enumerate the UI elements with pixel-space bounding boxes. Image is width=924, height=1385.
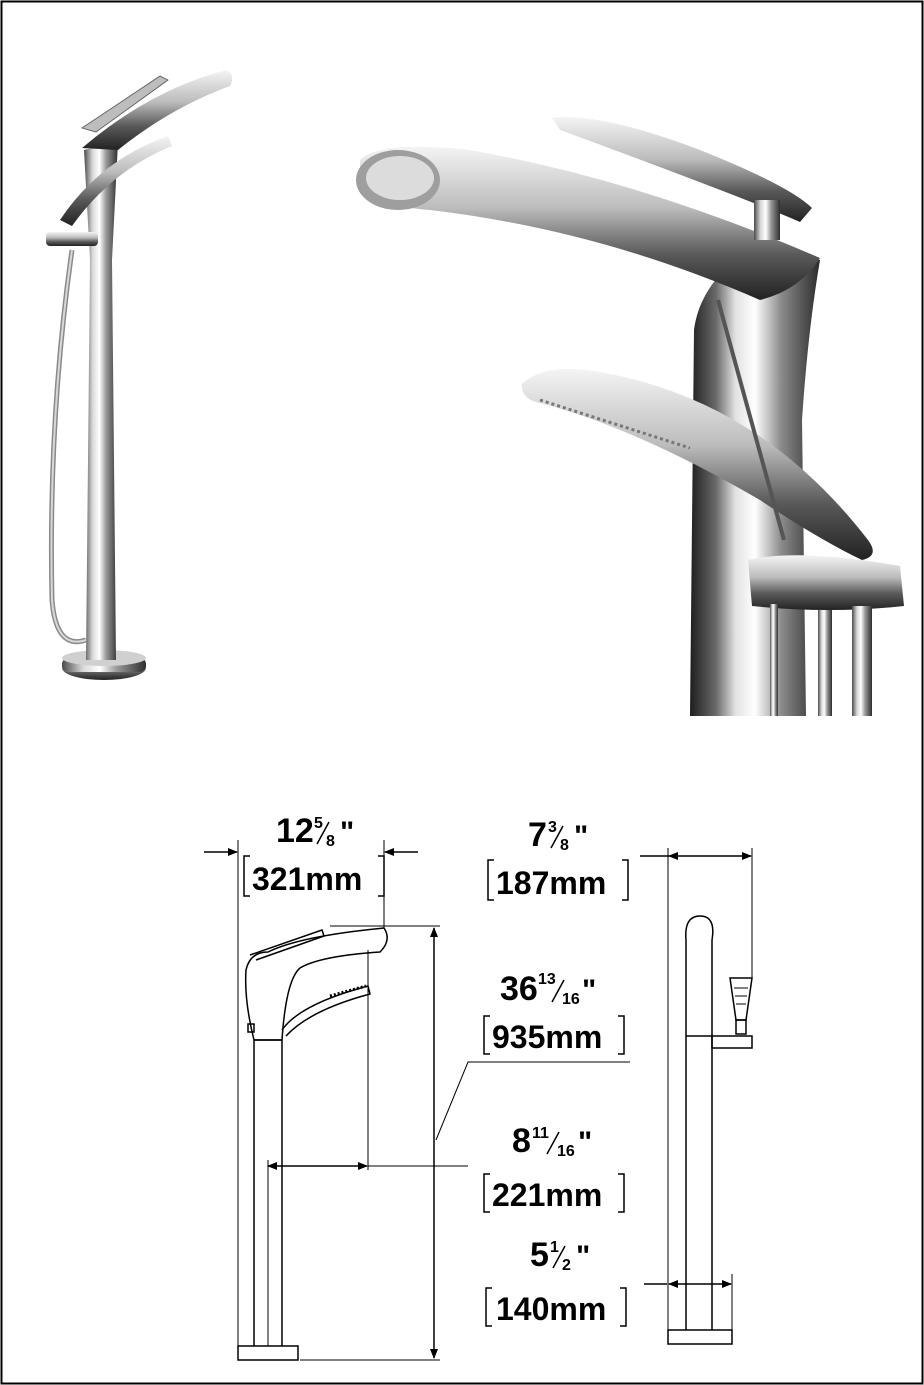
spout-reach-label: 12 5 8 " 321mm [252, 812, 362, 897]
total-height-inch: " [582, 974, 596, 1007]
spout-reach-whole: 12 [276, 812, 314, 850]
side-depth-den: 8 [560, 837, 569, 854]
handshower-reach-num: 11 [532, 1125, 549, 1142]
side-view [667, 915, 753, 1345]
side-depth-whole: 7 [528, 816, 547, 854]
base-diameter-metric: 140mm [496, 1291, 606, 1327]
base-diameter-den: 2 [562, 1257, 571, 1274]
freestanding-tub-filler-photo [46, 70, 233, 680]
dimension-drawing [204, 840, 753, 1361]
front-view [237, 927, 388, 1361]
spout-reach-num: 5 [314, 815, 323, 832]
side-depth-label: 7 3 8 " 187mm [496, 816, 606, 901]
side-depth-num: 3 [548, 819, 557, 836]
tub-filler-closeup-photo [356, 117, 904, 716]
total-height-whole: 36 [500, 970, 538, 1008]
handshower-reach-den: 16 [557, 1143, 575, 1160]
spout-reach-metric: 321mm [252, 861, 362, 897]
base-diameter-inch: " [576, 1240, 590, 1273]
handshower-reach-whole: 8 [512, 1122, 531, 1160]
total-height-num: 13 [538, 971, 556, 988]
side-depth-inch: " [574, 820, 588, 853]
base-diameter-label: 5 1 2 " 140mm [496, 1236, 606, 1327]
base-diameter-num: 1 [550, 1239, 559, 1256]
handshower-reach-inch: " [578, 1126, 592, 1159]
spout-reach-den: 8 [326, 833, 335, 850]
base-diameter-whole: 5 [530, 1236, 549, 1274]
handshower-reach-label: 8 11 16 " 221mm [492, 1122, 602, 1213]
total-height-leader [435, 1061, 630, 1141]
total-height-metric: 935mm [492, 1019, 602, 1055]
side-depth-metric: 187mm [496, 865, 606, 901]
handshower-reach-metric: 221mm [492, 1177, 602, 1213]
total-height-label: 36 13 16 " 935mm [492, 970, 602, 1055]
total-height-den: 16 [562, 991, 580, 1008]
spout-reach-inch: " [340, 816, 354, 849]
